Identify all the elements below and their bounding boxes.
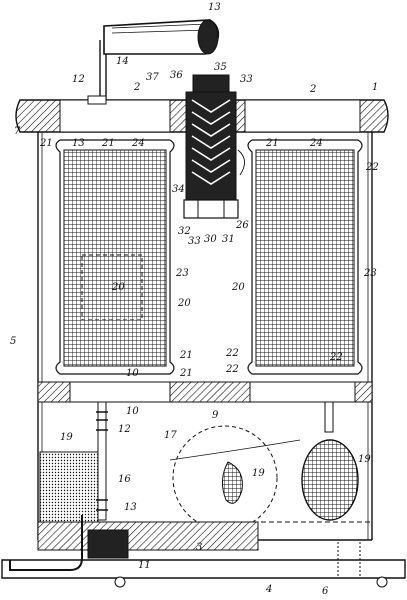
numeral-19-a: 19 — [60, 432, 73, 443]
numeral-10-b: 10 — [126, 406, 139, 417]
numeral-35: 35 — [214, 62, 227, 73]
numeral-36: 36 — [170, 70, 183, 81]
numeral-13-bottom: 13 — [124, 502, 137, 513]
numeral-22-top: 22 — [365, 162, 379, 173]
numeral-37: 37 — [146, 72, 159, 83]
numeral-19-b: 19 — [252, 468, 265, 479]
numeral-21-e: 22 — [225, 364, 239, 375]
numeral-30: 30 — [204, 234, 217, 245]
numeral-21-b: 21 — [101, 138, 115, 149]
numeral-9: 9 — [212, 410, 219, 421]
base-plate — [1, 515, 406, 588]
numeral-12-bottom: 11 — [138, 560, 151, 571]
numeral-21-d: 21 — [179, 368, 193, 379]
numeral-13-top: 13 — [208, 2, 221, 13]
central-spring-stack — [183, 74, 245, 219]
numeral-4: 4 — [265, 584, 272, 595]
numeral-20-a: 20 — [231, 282, 245, 293]
numeral-22-a: 21 — [179, 350, 193, 361]
numeral-24-right: 24 — [309, 138, 323, 149]
numeral-33-bottom: 33 — [188, 236, 201, 247]
numeral-22-b: 22 — [225, 348, 239, 359]
numeral-22-c: 22 — [329, 352, 343, 363]
numeral-14: 14 — [116, 56, 129, 67]
numeral-26: 26 — [235, 220, 249, 231]
numeral-21-c: 21 — [265, 138, 279, 149]
numeral-23-left: 23 — [175, 268, 189, 279]
numeral-20-b: 20 — [177, 298, 191, 309]
numeral-12-top: 12 — [72, 74, 85, 85]
numeral-31: 31 — [222, 234, 235, 245]
vertical-rod — [96, 401, 334, 521]
numeral-19-c: 19 — [358, 454, 371, 465]
lower-chamber — [37, 401, 373, 531]
numeral-16: 17 — [164, 430, 177, 441]
numeral-3: 3 — [196, 542, 202, 553]
numeral-13-mid: 13 — [72, 138, 85, 149]
numeral-10-a: 10 — [126, 368, 139, 379]
right-coil — [247, 139, 363, 375]
numeral-7: 7 — [14, 126, 21, 137]
numeral-1: 1 — [372, 82, 378, 93]
numeral-33-top: 33 — [240, 74, 253, 85]
numeral-6: 5 — [10, 336, 16, 347]
numeral-11: 12 — [118, 424, 131, 435]
handle-assembly — [99, 19, 220, 100]
numeral-17: 16 — [118, 474, 131, 485]
reference-numerals: 13 14 12 2 37 36 35 33 2 1 7 21 13 21 24… — [10, 2, 379, 597]
numeral-32: 32 — [178, 226, 191, 237]
numeral-23-right: 23 — [363, 268, 377, 279]
lower-partition — [37, 381, 373, 403]
numeral-20-c: 20 — [111, 282, 125, 293]
numeral-5: 6 — [322, 586, 329, 597]
numeral-24-left: 24 — [131, 138, 145, 149]
left-coil — [55, 139, 175, 375]
numeral-2-right: 2 — [309, 84, 316, 95]
numeral-34: 34 — [172, 184, 185, 195]
numeral-2-left: 2 — [133, 82, 140, 93]
numeral-21-a: 21 — [39, 138, 53, 149]
